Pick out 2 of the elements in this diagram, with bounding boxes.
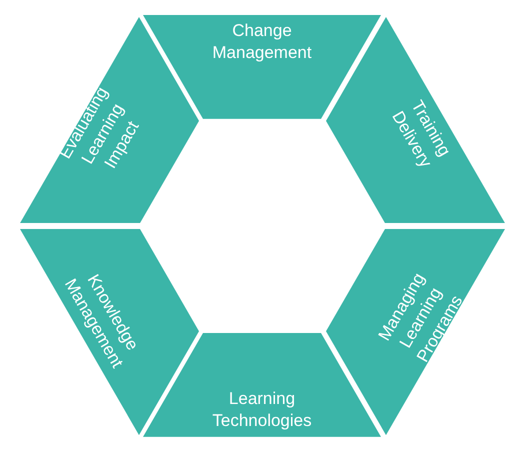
segment-label: Learning Technologies — [211, 388, 313, 432]
segment-label: Change Management — [211, 20, 313, 64]
